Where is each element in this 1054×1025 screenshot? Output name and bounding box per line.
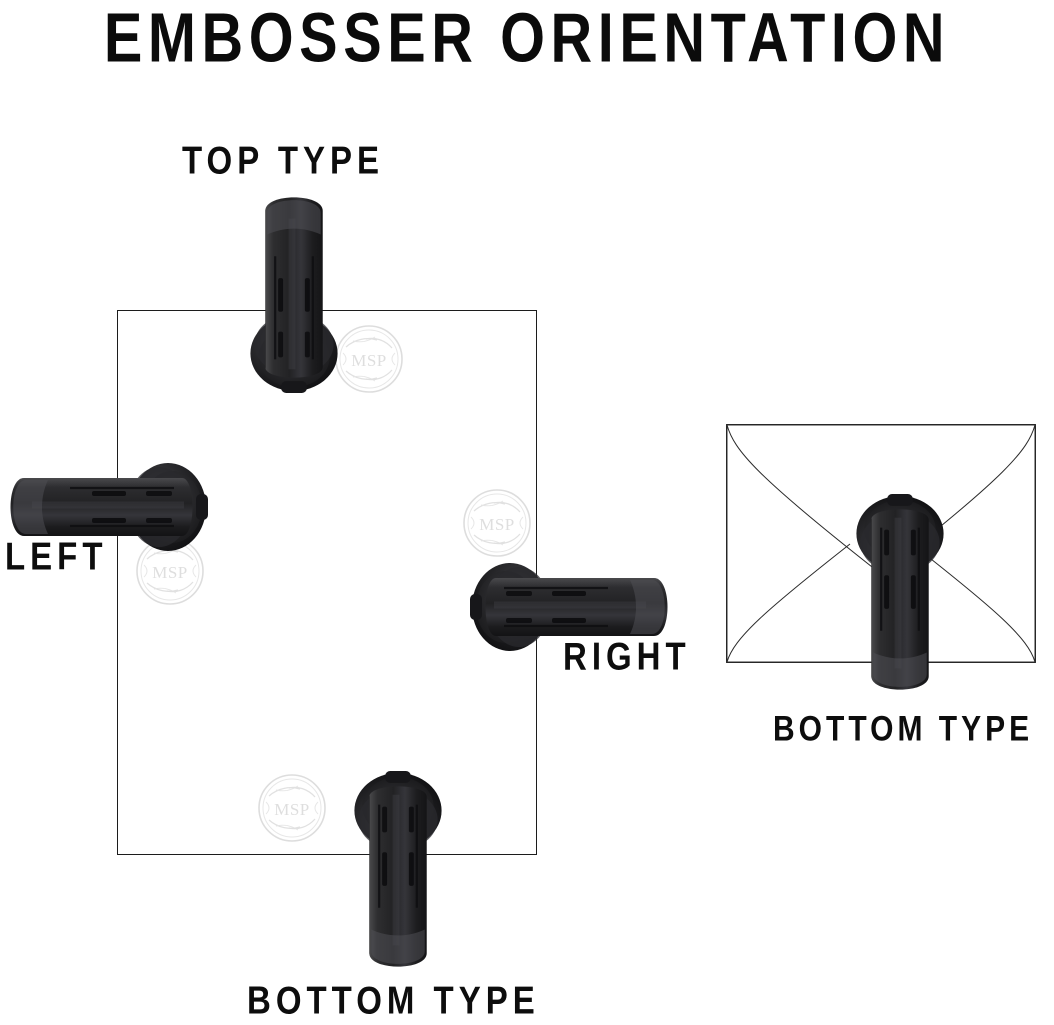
envelope-right-fold <box>911 543 1036 663</box>
embosser-top-type[interactable] <box>234 183 354 393</box>
label-bottom-type: BOTTOM TYPE <box>247 978 540 1022</box>
embosser-bottom-type[interactable] <box>338 771 458 981</box>
label-top-type: TOP TYPE <box>182 138 385 182</box>
embosser-envelope-bottom-type[interactable] <box>840 494 960 704</box>
seal-mark-bottom <box>258 774 326 842</box>
label-right: RIGHT <box>563 634 691 678</box>
label-left: LEFT <box>5 534 108 578</box>
seal-mark-right <box>463 489 531 557</box>
envelope-left-fold <box>726 543 851 663</box>
paper-sheet <box>117 310 537 855</box>
page-title: EMBOSSER ORIENTATION <box>103 0 951 78</box>
label-envelope-bottom-type: BOTTOM TYPE <box>773 710 1034 749</box>
